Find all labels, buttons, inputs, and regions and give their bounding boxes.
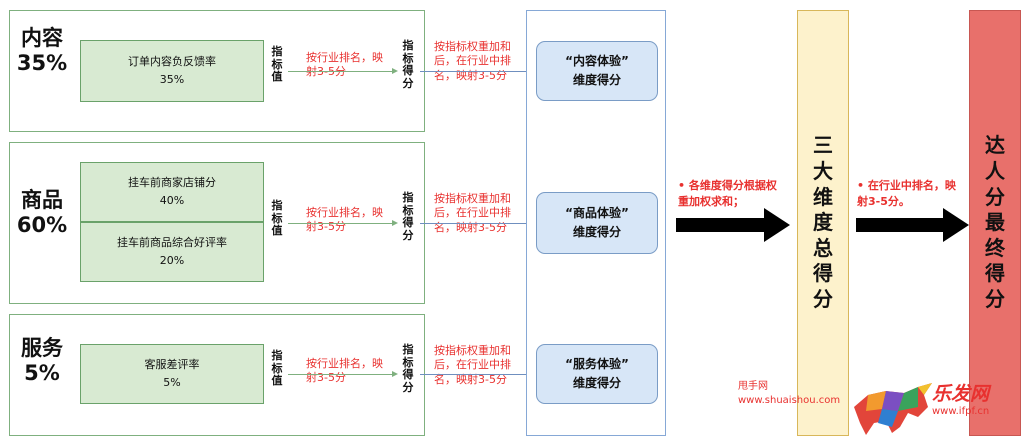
weight-note: 按指标权重加和后，在行业中排名，映射3-5分: [434, 344, 511, 386]
indicator-score-label: 指标得分: [402, 191, 414, 242]
rank-mapping-note: • 在行业中排名，映射3-5分。: [857, 179, 956, 208]
dimension-name-content: 内容 35%: [16, 26, 68, 76]
arrow-line: [420, 374, 528, 375]
indicator-value-label: 指标值: [271, 45, 283, 84]
indicator-value-label: 指标值: [271, 349, 283, 388]
metric-box: 挂车前商品综合好评率 20%: [80, 222, 264, 282]
arrow-line: [288, 374, 392, 375]
big-arrow-icon: [856, 208, 969, 242]
three-dimension-total-box: 三大维度总得分: [797, 10, 849, 436]
score-box-content: “内容体验” 维度得分: [536, 41, 658, 101]
watermark-left: 甩手网 www.shuaishou.com: [738, 381, 841, 406]
bull-logo-icon: [854, 383, 932, 435]
dimension-name-service: 服务 5%: [21, 336, 63, 386]
indicator-score-label: 指标得分: [402, 343, 414, 394]
arrow-head: [392, 371, 398, 377]
indicator-value-label: 指标值: [271, 199, 283, 238]
metric-box: 挂车前商家店铺分 40%: [80, 162, 264, 222]
arrow-head: [392, 220, 398, 226]
three-dimension-total-label: 三大维度总得分: [813, 133, 833, 311]
big-arrow-icon: [676, 208, 790, 242]
indicator-score-label: 指标得分: [402, 39, 414, 90]
rank-note: 按行业排名，映射3-5分: [306, 357, 383, 385]
final-score-label: 达人分最终得分: [985, 133, 1005, 311]
arrow-head: [392, 68, 398, 74]
arrow-line: [420, 71, 528, 72]
dimension-name-product: 商品 60%: [16, 188, 68, 238]
rank-note: 按行业排名，映射3-5分: [306, 206, 383, 234]
arrow-line: [288, 71, 392, 72]
score-box-product: “商品体验” 维度得分: [536, 192, 658, 254]
arrow-line: [288, 223, 392, 224]
watermark-right: 乐发网 www.ifpf.cn: [932, 383, 990, 417]
score-box-service: “服务体验” 维度得分: [536, 344, 658, 404]
metric-box: 订单内容负反馈率 35%: [80, 40, 264, 102]
weight-note: 按指标权重加和后，在行业中排名，映射3-5分: [434, 40, 511, 82]
weight-note: 按指标权重加和后，在行业中排名，映射3-5分: [434, 192, 511, 234]
weighted-sum-note: • 各维度得分根据权重加权求和；: [678, 179, 777, 208]
final-score-box: 达人分最终得分: [969, 10, 1021, 436]
metric-box: 客服差评率 5%: [80, 344, 264, 404]
arrow-line: [420, 223, 528, 224]
rank-note: 按行业排名，映射3-5分: [306, 51, 383, 79]
